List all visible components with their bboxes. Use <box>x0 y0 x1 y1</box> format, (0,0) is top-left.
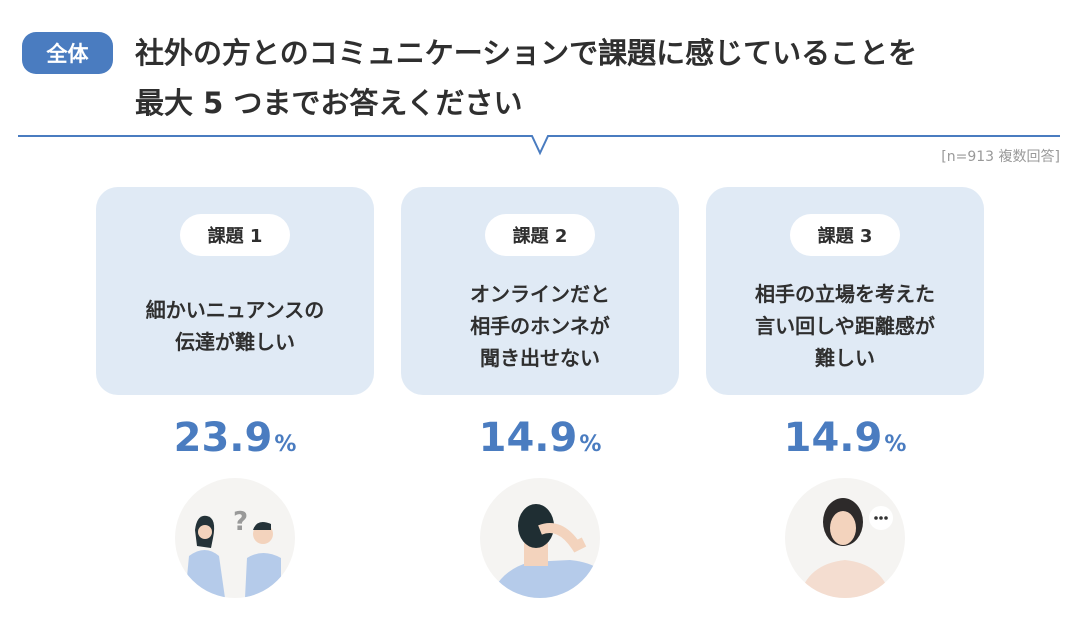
woman-thinking-icon <box>785 478 905 598</box>
percentage-value: 23.9 <box>173 415 273 461</box>
issue-card-1: 課題 1 細かいニュアンスの 伝達が難しい <box>96 187 374 395</box>
percentage-value: 14.9 <box>478 415 578 461</box>
man-scratching-head-icon <box>480 478 600 598</box>
issue-percentage-1: 23.9% <box>96 415 374 461</box>
percentage-unit: % <box>274 432 297 457</box>
sample-note: [n=913 複数回答] <box>941 149 1060 165</box>
title-line-1: 社外の方とのコミュニケーションで課題に感じていることを <box>135 36 918 70</box>
title-line-2: 最大 5 つまでお答えください <box>135 86 523 120</box>
scope-badge: 全体 <box>22 32 113 74</box>
svg-text:?: ? <box>233 507 248 537</box>
divider-with-notch <box>18 135 1060 156</box>
issue-card-2: 課題 2 オンラインだと 相手のホンネが 聞き出せない <box>401 187 679 395</box>
two-people-confused-icon: ? <box>175 478 295 598</box>
issue-percentage-3: 14.9% <box>706 415 984 461</box>
percentage-unit: % <box>884 432 907 457</box>
question-title: 社外の方とのコミュニケーションで課題に感じていることを 最大 5 つまでお答えく… <box>135 28 917 128</box>
percentage-unit: % <box>579 432 602 457</box>
issue-text: オンラインだと 相手のホンネが 聞き出せない <box>470 282 610 370</box>
issue-card-3: 課題 3 相手の立場を考えた 言い回しや距離感が 難しい <box>706 187 984 395</box>
issue-text: 相手の立場を考えた 言い回しや距離感が 難しい <box>755 282 935 370</box>
issue-label: 課題 1 <box>180 214 290 256</box>
issue-label: 課題 3 <box>790 214 900 256</box>
percentage-value: 14.9 <box>783 415 883 461</box>
issue-percentage-2: 14.9% <box>401 415 679 461</box>
issue-label: 課題 2 <box>485 214 595 256</box>
issue-text: 細かいニュアンスの 伝達が難しい <box>145 298 325 354</box>
